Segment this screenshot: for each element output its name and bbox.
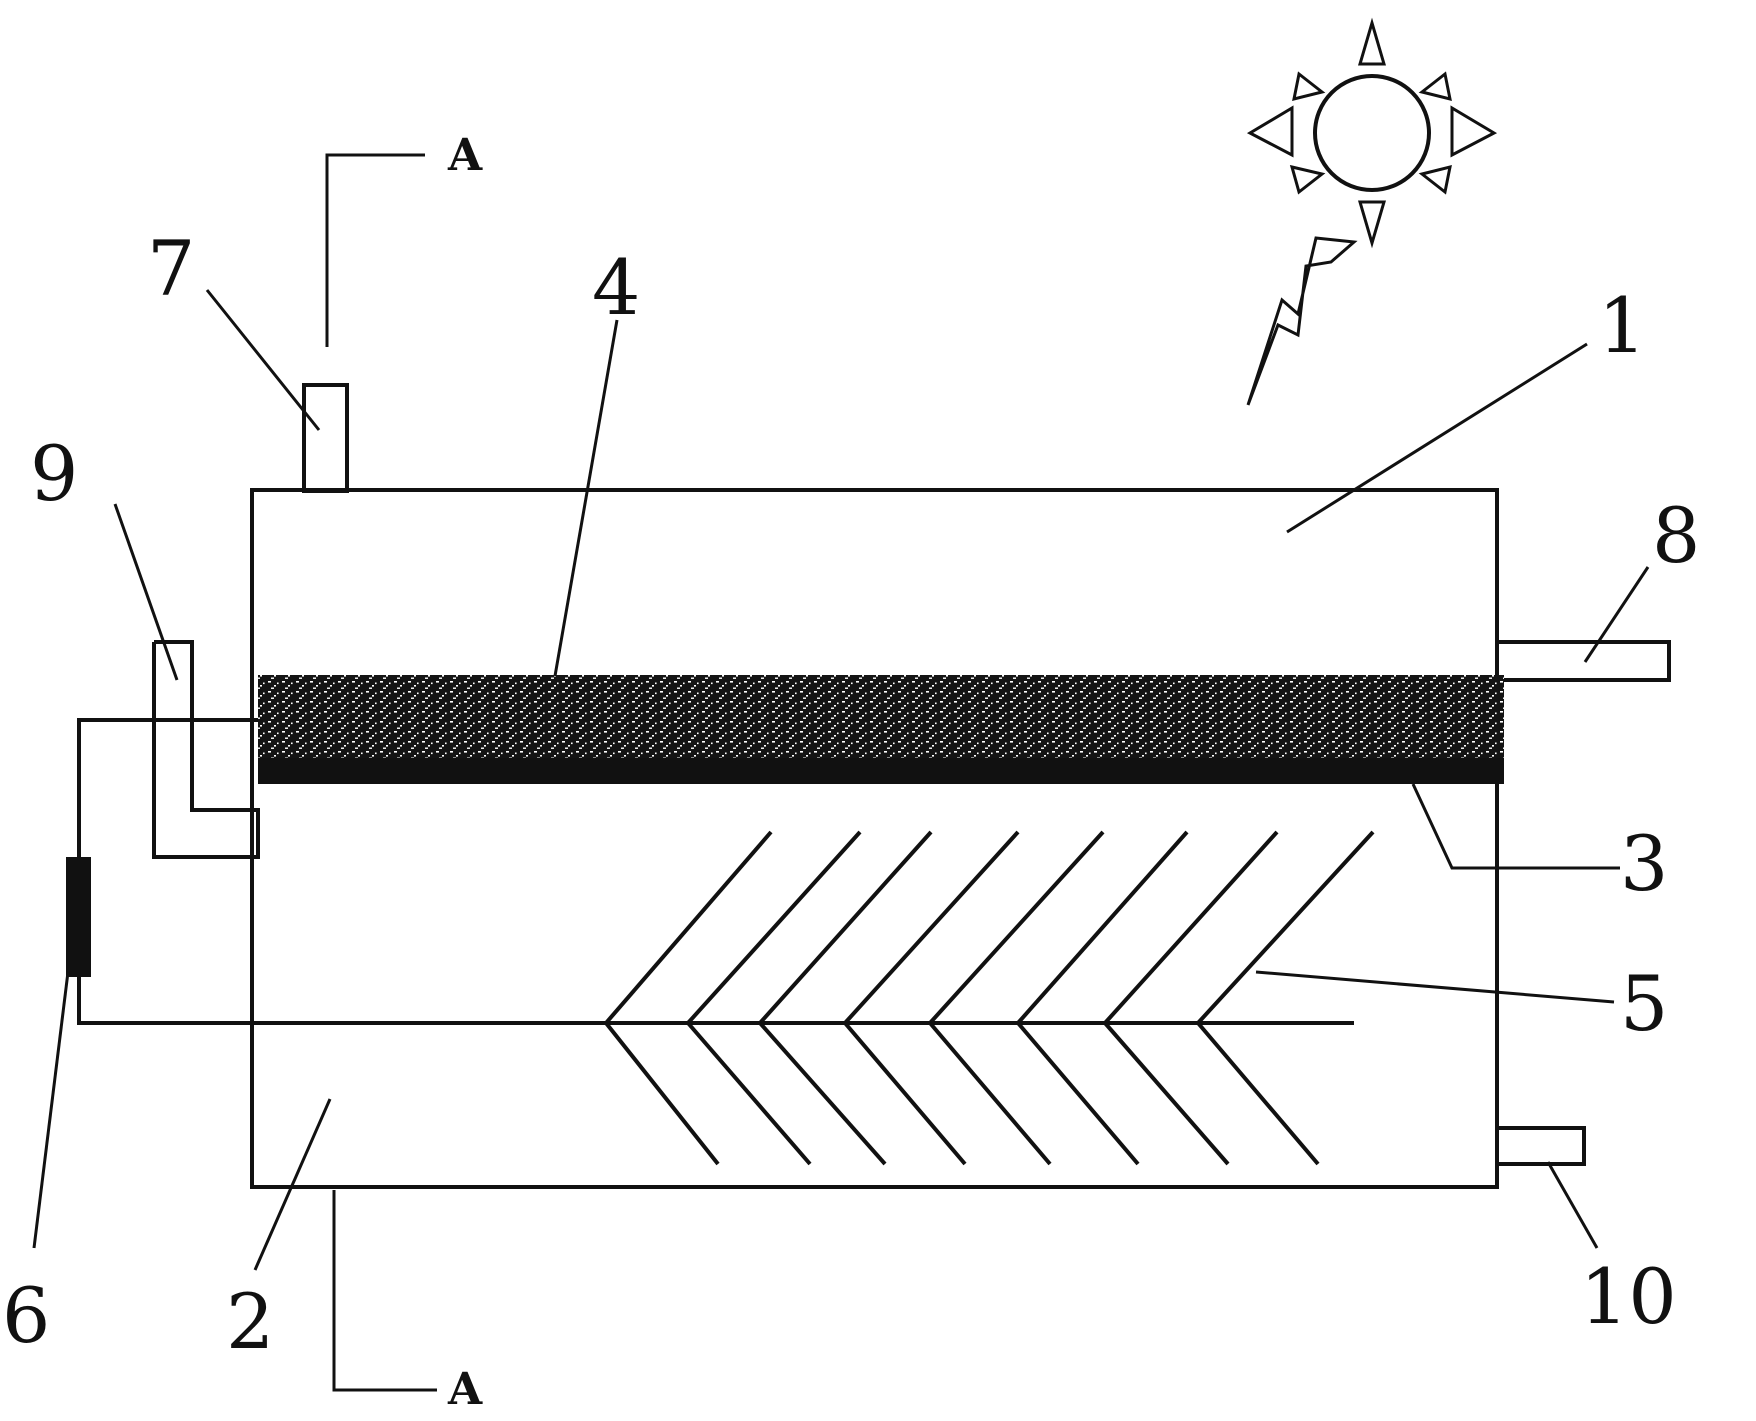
pipe-7 (302, 383, 349, 493)
electrode-layer-3 (258, 758, 1504, 784)
sunlight-bolt-icon (1246, 236, 1358, 406)
section-mark-bottom: A (447, 1364, 483, 1415)
sun-icon (1246, 17, 1498, 249)
label-7: 7 (147, 224, 195, 313)
section-mark-top: A (447, 130, 483, 181)
wire-lower (77, 977, 1354, 1025)
label-3: 3 (1620, 819, 1668, 908)
label-9: 9 (30, 429, 78, 518)
label-5: 5 (1620, 959, 1668, 1048)
label-6: 6 (2, 1271, 50, 1360)
leader-lines (32, 289, 1650, 1271)
pipe-9 (152, 640, 260, 859)
wire-upper (77, 718, 258, 857)
electrode-5 (604, 830, 1375, 1166)
membrane-layer-4 (258, 675, 1504, 760)
label-1: 1 (1598, 281, 1646, 370)
section-line-a (325, 153, 437, 1392)
resistor-6 (66, 857, 91, 977)
label-10: 10 (1580, 1252, 1677, 1341)
pipe-10 (1495, 1126, 1586, 1166)
pipe-8 (1495, 640, 1671, 682)
label-8: 8 (1652, 491, 1700, 580)
label-2: 2 (226, 1277, 274, 1366)
reactor-tank (250, 488, 1499, 1189)
label-4: 4 (592, 243, 640, 332)
